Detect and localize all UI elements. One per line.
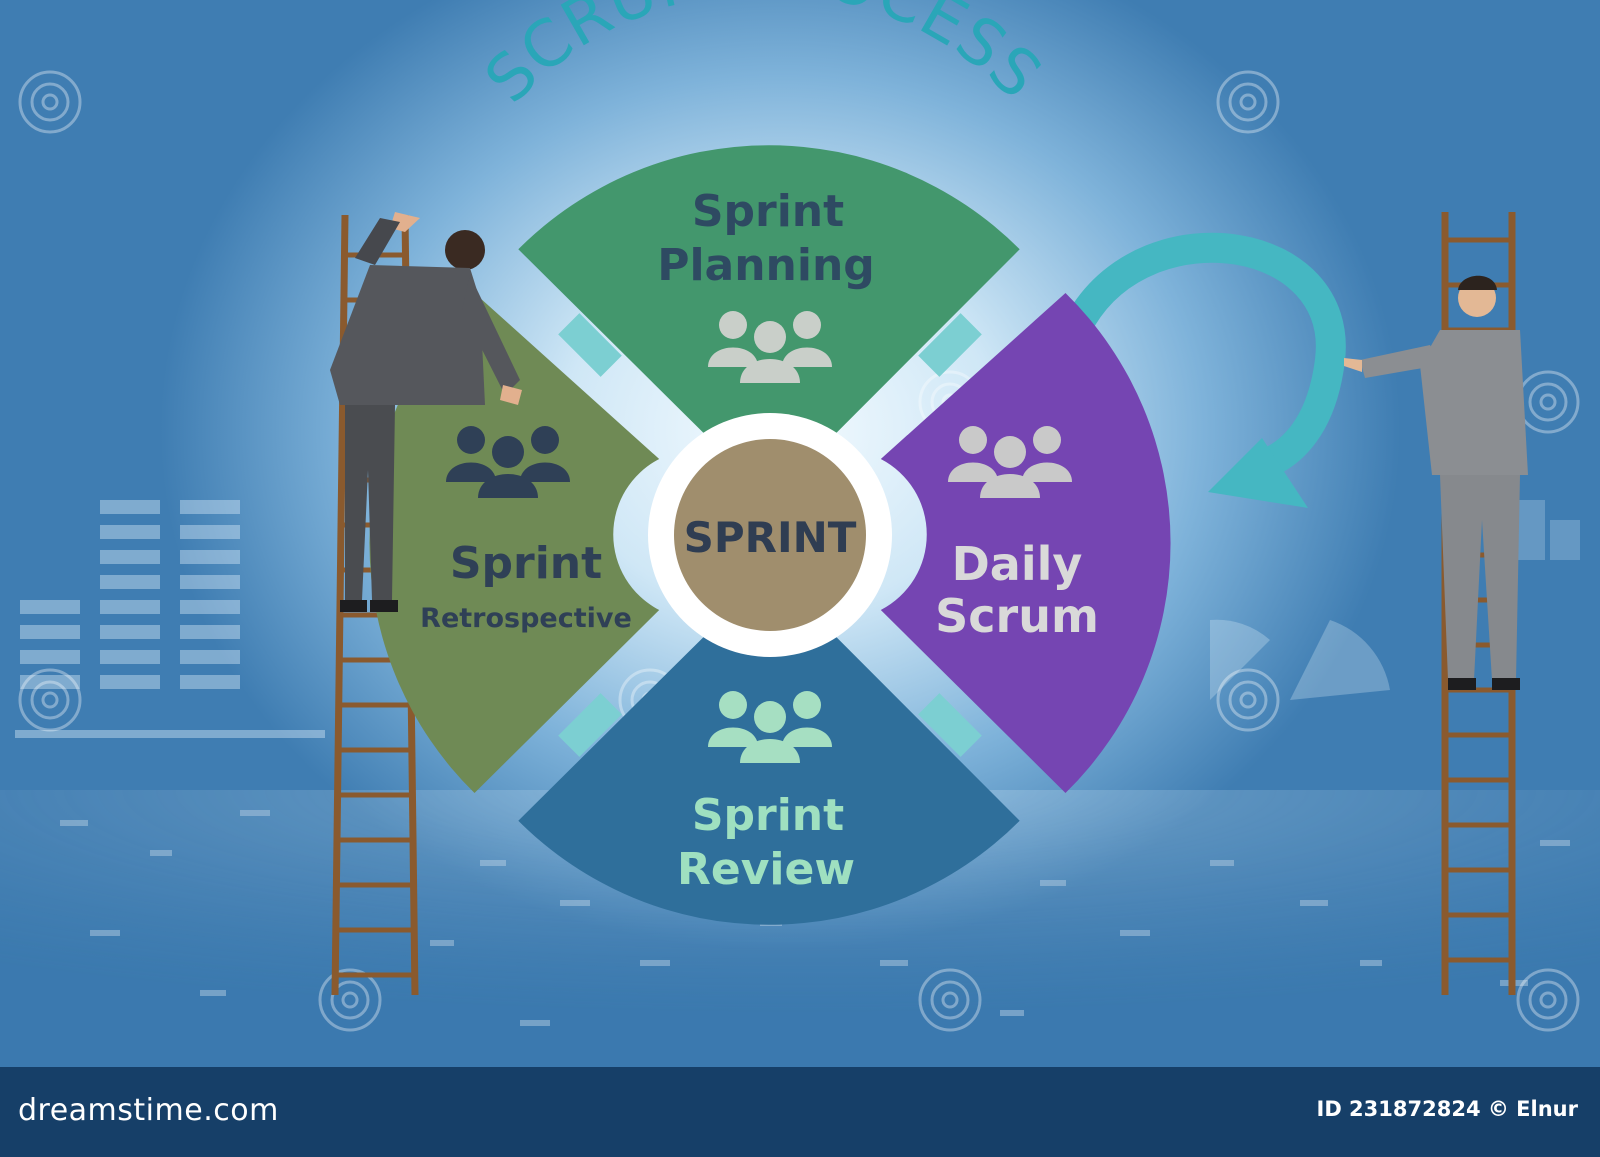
connectors [558, 313, 982, 757]
retrospective-label-line2: Retrospective [420, 603, 632, 634]
daily-label-line1: Daily [952, 537, 1083, 591]
planning-label-line2: Planning [657, 240, 875, 291]
planning-team-icon [708, 311, 832, 383]
daily-scrum-team-icon [948, 426, 1072, 498]
daily-scrum-segment [880, 293, 1171, 793]
scrum-process-diagram: SCRUM PROCESS SPRINT Spri [0, 0, 1600, 1067]
center-label: SPRINT [684, 513, 857, 562]
review-team-icon [708, 691, 832, 763]
center-circle [674, 439, 866, 631]
diagram-title: SCRUM PROCESS [472, 0, 1056, 117]
sprint-review-segment [518, 626, 1020, 925]
cycle-arrow [1069, 232, 1346, 508]
review-label-line1: Sprint [692, 790, 844, 841]
illustration: SCRUM PROCESS SPRINT Spri [0, 0, 1600, 1067]
daily-label-line2: Scrum [935, 589, 1099, 643]
sprint-retrospective-segment [369, 293, 660, 793]
retrospective-team-icon [446, 426, 570, 498]
footer-credit: ID 231872824 © Elnur [1316, 1097, 1579, 1121]
sprint-planning-segment [518, 145, 1020, 444]
planning-label-line1: Sprint [692, 186, 844, 237]
retrospective-label-line1: Sprint [450, 538, 602, 589]
left-businessman [330, 212, 522, 612]
footer-bar: dreamstime.com ID 231872824 © Elnur [0, 1067, 1600, 1157]
review-label-line2: Review [677, 844, 855, 895]
right-businessman [1344, 275, 1528, 690]
footer-brand[interactable]: dreamstime.com [18, 1093, 279, 1128]
